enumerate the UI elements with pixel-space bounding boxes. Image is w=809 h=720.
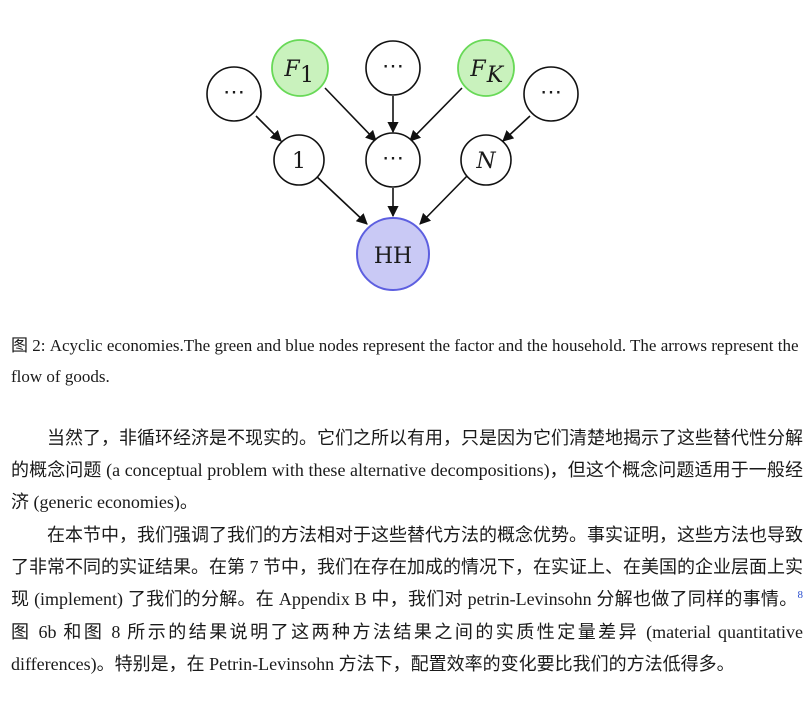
- footnote-marker[interactable]: 8: [797, 589, 804, 602]
- node-middle-dots: ⋯: [365, 132, 421, 188]
- svg-text:F: F: [283, 57, 300, 82]
- svg-text:⋯: ⋯: [382, 146, 404, 171]
- node-top-right: ⋯: [523, 66, 579, 122]
- edge-topleft-to-1: [255, 115, 282, 142]
- edge-1-to-hh: [314, 174, 368, 225]
- node-factor-f1: F 1: [271, 39, 329, 97]
- figure-caption-text: Acyclic economies.The green and blue nod…: [11, 336, 799, 386]
- svg-text:N: N: [475, 149, 496, 174]
- paragraph-acyclic-unrealistic: 当然了，非循环经济是不现实的。它们之所以有用，只是因为它们清楚地揭示了这些替代性…: [11, 422, 803, 519]
- acyclic-economy-diagram: ⋯ F 1 ⋯ F K ⋯ 1 ⋯ N HH: [206, 39, 579, 291]
- svg-text:F: F: [469, 57, 486, 82]
- edges: [255, 87, 531, 225]
- node-one: 1: [273, 134, 325, 186]
- node-factor-fk: F K: [457, 39, 515, 97]
- node-n: N: [460, 134, 512, 186]
- node-top-left: ⋯: [206, 66, 262, 122]
- svg-text:1: 1: [300, 63, 314, 88]
- edge-f1-to-middots: [324, 87, 377, 142]
- svg-text:⋯: ⋯: [382, 54, 404, 79]
- svg-text:K: K: [486, 63, 505, 88]
- paragraph-text-part-a: 在本节中，我们强调了我们的方法相对于这些替代方法的概念优势。事实证明，这些方法也…: [11, 525, 803, 610]
- paragraph-text-part-b: 图 6b 和图 8 所示的结果说明了这两种方法结果之间的实质性定量差异 (mat…: [11, 621, 803, 674]
- paragraph-conceptual-advantage: 在本节中，我们强调了我们的方法相对于这些替代方法的概念优势。事实证明，这些方法也…: [11, 519, 803, 680]
- svg-text:⋯: ⋯: [223, 80, 245, 105]
- edge-fk-to-middots: [409, 87, 463, 142]
- node-top-middle: ⋯: [365, 40, 421, 96]
- svg-text:HH: HH: [374, 244, 412, 269]
- figure-caption-label: 图 2:: [11, 336, 46, 355]
- paragraph-text: 当然了，非循环经济是不现实的。它们之所以有用，只是因为它们清楚地揭示了这些替代性…: [11, 428, 803, 513]
- figure-caption: 图 2: Acyclic economies.The green and blu…: [11, 330, 803, 392]
- svg-text:⋯: ⋯: [540, 80, 562, 105]
- node-household: HH: [356, 217, 430, 291]
- edge-topright-to-n: [502, 115, 531, 142]
- edge-n-to-hh: [419, 174, 469, 225]
- svg-text:1: 1: [292, 149, 306, 174]
